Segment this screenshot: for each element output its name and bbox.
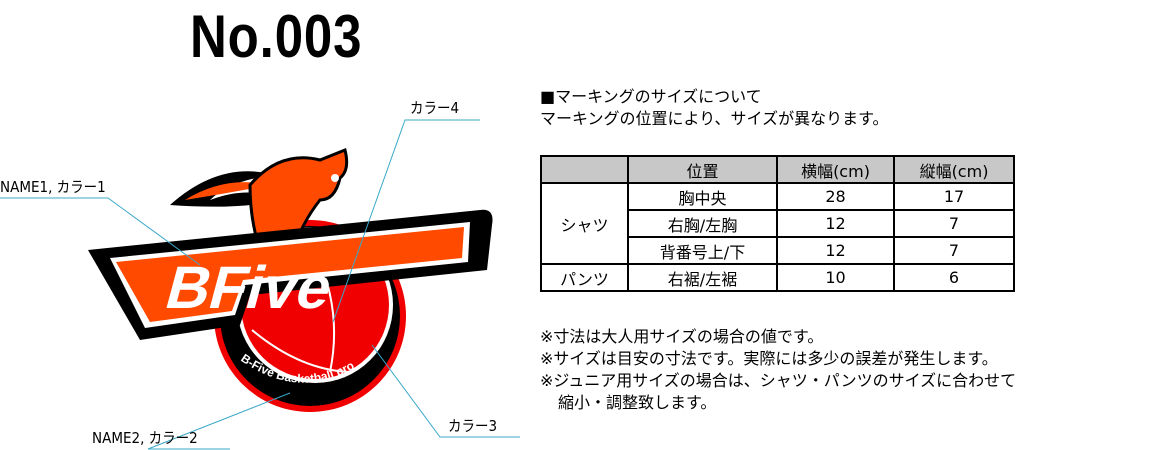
note: ※サイズは目安の寸法です。実際には多少の誤差が発生します。 (540, 349, 998, 368)
width-cell: 10 (776, 263, 895, 292)
table-header-row: 位置 横幅(cm) 縦幅(cm) (540, 155, 1015, 184)
position-cell: 右胸/左胸 (627, 209, 778, 238)
table-row: 右胸/左胸 12 7 (541, 209, 1015, 238)
header-cell: 横幅(cm) (776, 155, 895, 184)
intro: ■マーキングのサイズについて マーキングの位置により、サイズが異なります。 (540, 86, 888, 130)
height-cell: 7 (893, 209, 1015, 238)
label-name1-color1: NAME1, カラー1 (0, 178, 106, 196)
note: 縮小・調整致します。 (558, 393, 717, 412)
note: ※ジュニア用サイズの場合は、シャツ・パンツのサイズに合わせて (540, 371, 1017, 390)
header-cell: 縦幅(cm) (893, 155, 1015, 184)
group-cell: パンツ (540, 263, 629, 292)
width-cell: 12 (776, 209, 895, 238)
width-cell: 28 (776, 182, 895, 211)
height-cell: 7 (893, 236, 1015, 265)
label-color3: カラー3 (448, 417, 498, 435)
note: ※寸法は大人用サイズの場合の値です。 (540, 327, 824, 346)
header-cell: 位置 (627, 155, 778, 184)
table-row: パンツ 右裾/左裾 10 6 (540, 263, 1015, 292)
position-cell: 背番号上/下 (627, 236, 778, 265)
intro-line: マーキングの位置により、サイズが異なります。 (540, 109, 889, 128)
intro-heading: ■マーキングのサイズについて (540, 87, 762, 106)
height-cell: 17 (893, 182, 1015, 211)
table-row: シャツ 胸中央 28 17 (540, 182, 1015, 265)
group-cell: シャツ (540, 182, 629, 265)
label-color4: カラー4 (410, 99, 460, 117)
width-cell: 12 (776, 236, 895, 265)
header-cell (540, 155, 629, 184)
leader-lines (0, 119, 520, 450)
page-title: No.003 (190, 3, 363, 70)
logo-text: BFive (159, 254, 340, 321)
table-row: 背番号上/下 12 7 (541, 236, 1015, 265)
notes: ※寸法は大人用サイズの場合の値です。 ※サイズは目安の寸法です。実際には多少の誤… (540, 326, 1016, 414)
position-cell: 右裾/左裾 (627, 263, 778, 292)
marking-size-table: 位置 横幅(cm) 縦幅(cm) シャツ 胸中央 28 17 右胸/左胸 12 … (540, 155, 1015, 292)
position-cell: 胸中央 (627, 182, 778, 211)
height-cell: 6 (893, 263, 1015, 292)
label-name2-color2: NAME2, カラー2 (92, 429, 198, 447)
